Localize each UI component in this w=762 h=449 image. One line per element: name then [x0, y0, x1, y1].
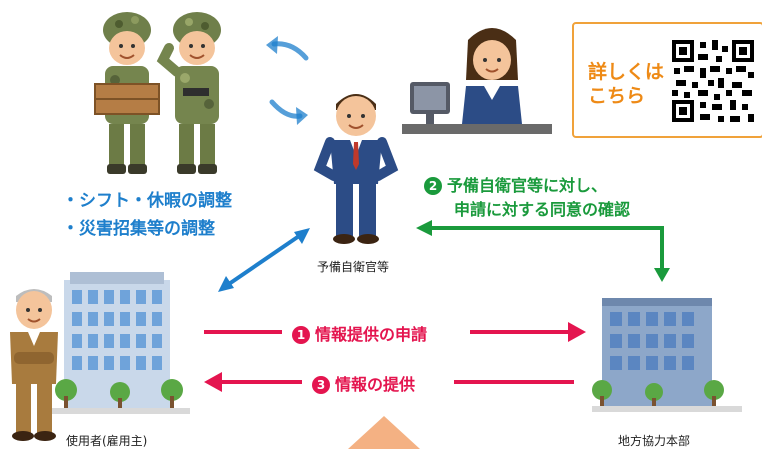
step2-label-line2: 申請に対する同意の確認: [454, 200, 631, 219]
soldiers-illustration: [94, 12, 221, 174]
reservist-label: 予備自衛官等: [317, 260, 390, 274]
step2-text-line1: 予備自衛官等に対し、: [447, 176, 608, 195]
employer-building-illustration: [10, 272, 190, 441]
exchange-arrows: [266, 36, 309, 125]
qr-text-line1: 詳しくは: [588, 61, 665, 83]
step1-number-icon: 1: [292, 326, 310, 344]
office-worker-illustration: [402, 28, 552, 134]
step1-label: 1 情報提供の申請: [292, 321, 427, 345]
step2-number-icon: 2: [424, 177, 442, 195]
employer-reservist-arrow: [218, 228, 310, 292]
qr-info-box[interactable]: 詳しくは こちら: [572, 22, 762, 138]
step3-text: 情報の提供: [335, 375, 416, 394]
step2-label-line1: 2 予備自衛官等に対し、: [424, 172, 607, 196]
step3-label: 3 情報の提供: [312, 371, 415, 395]
step1-red-arrow: [204, 322, 586, 342]
reservist-person: [313, 94, 399, 244]
qr-text-line2: こちら: [588, 85, 646, 107]
bullet-shift: ・シフト・休暇の調整: [62, 191, 232, 211]
regional-office-building: [592, 298, 742, 412]
step2-green-arrow: [416, 220, 670, 282]
regional-office-label: 地方協力本部: [618, 434, 691, 448]
bullet-disaster: ・災害招集等の調整: [62, 219, 215, 239]
qr-code-icon[interactable]: [670, 38, 756, 124]
step3-number-icon: 3: [312, 376, 330, 394]
step1-text: 情報提供の申請: [315, 325, 428, 344]
step3-red-arrow: [204, 372, 574, 392]
orange-triangle-icon: [348, 416, 420, 449]
employer-label: 使用者(雇用主): [66, 434, 148, 448]
